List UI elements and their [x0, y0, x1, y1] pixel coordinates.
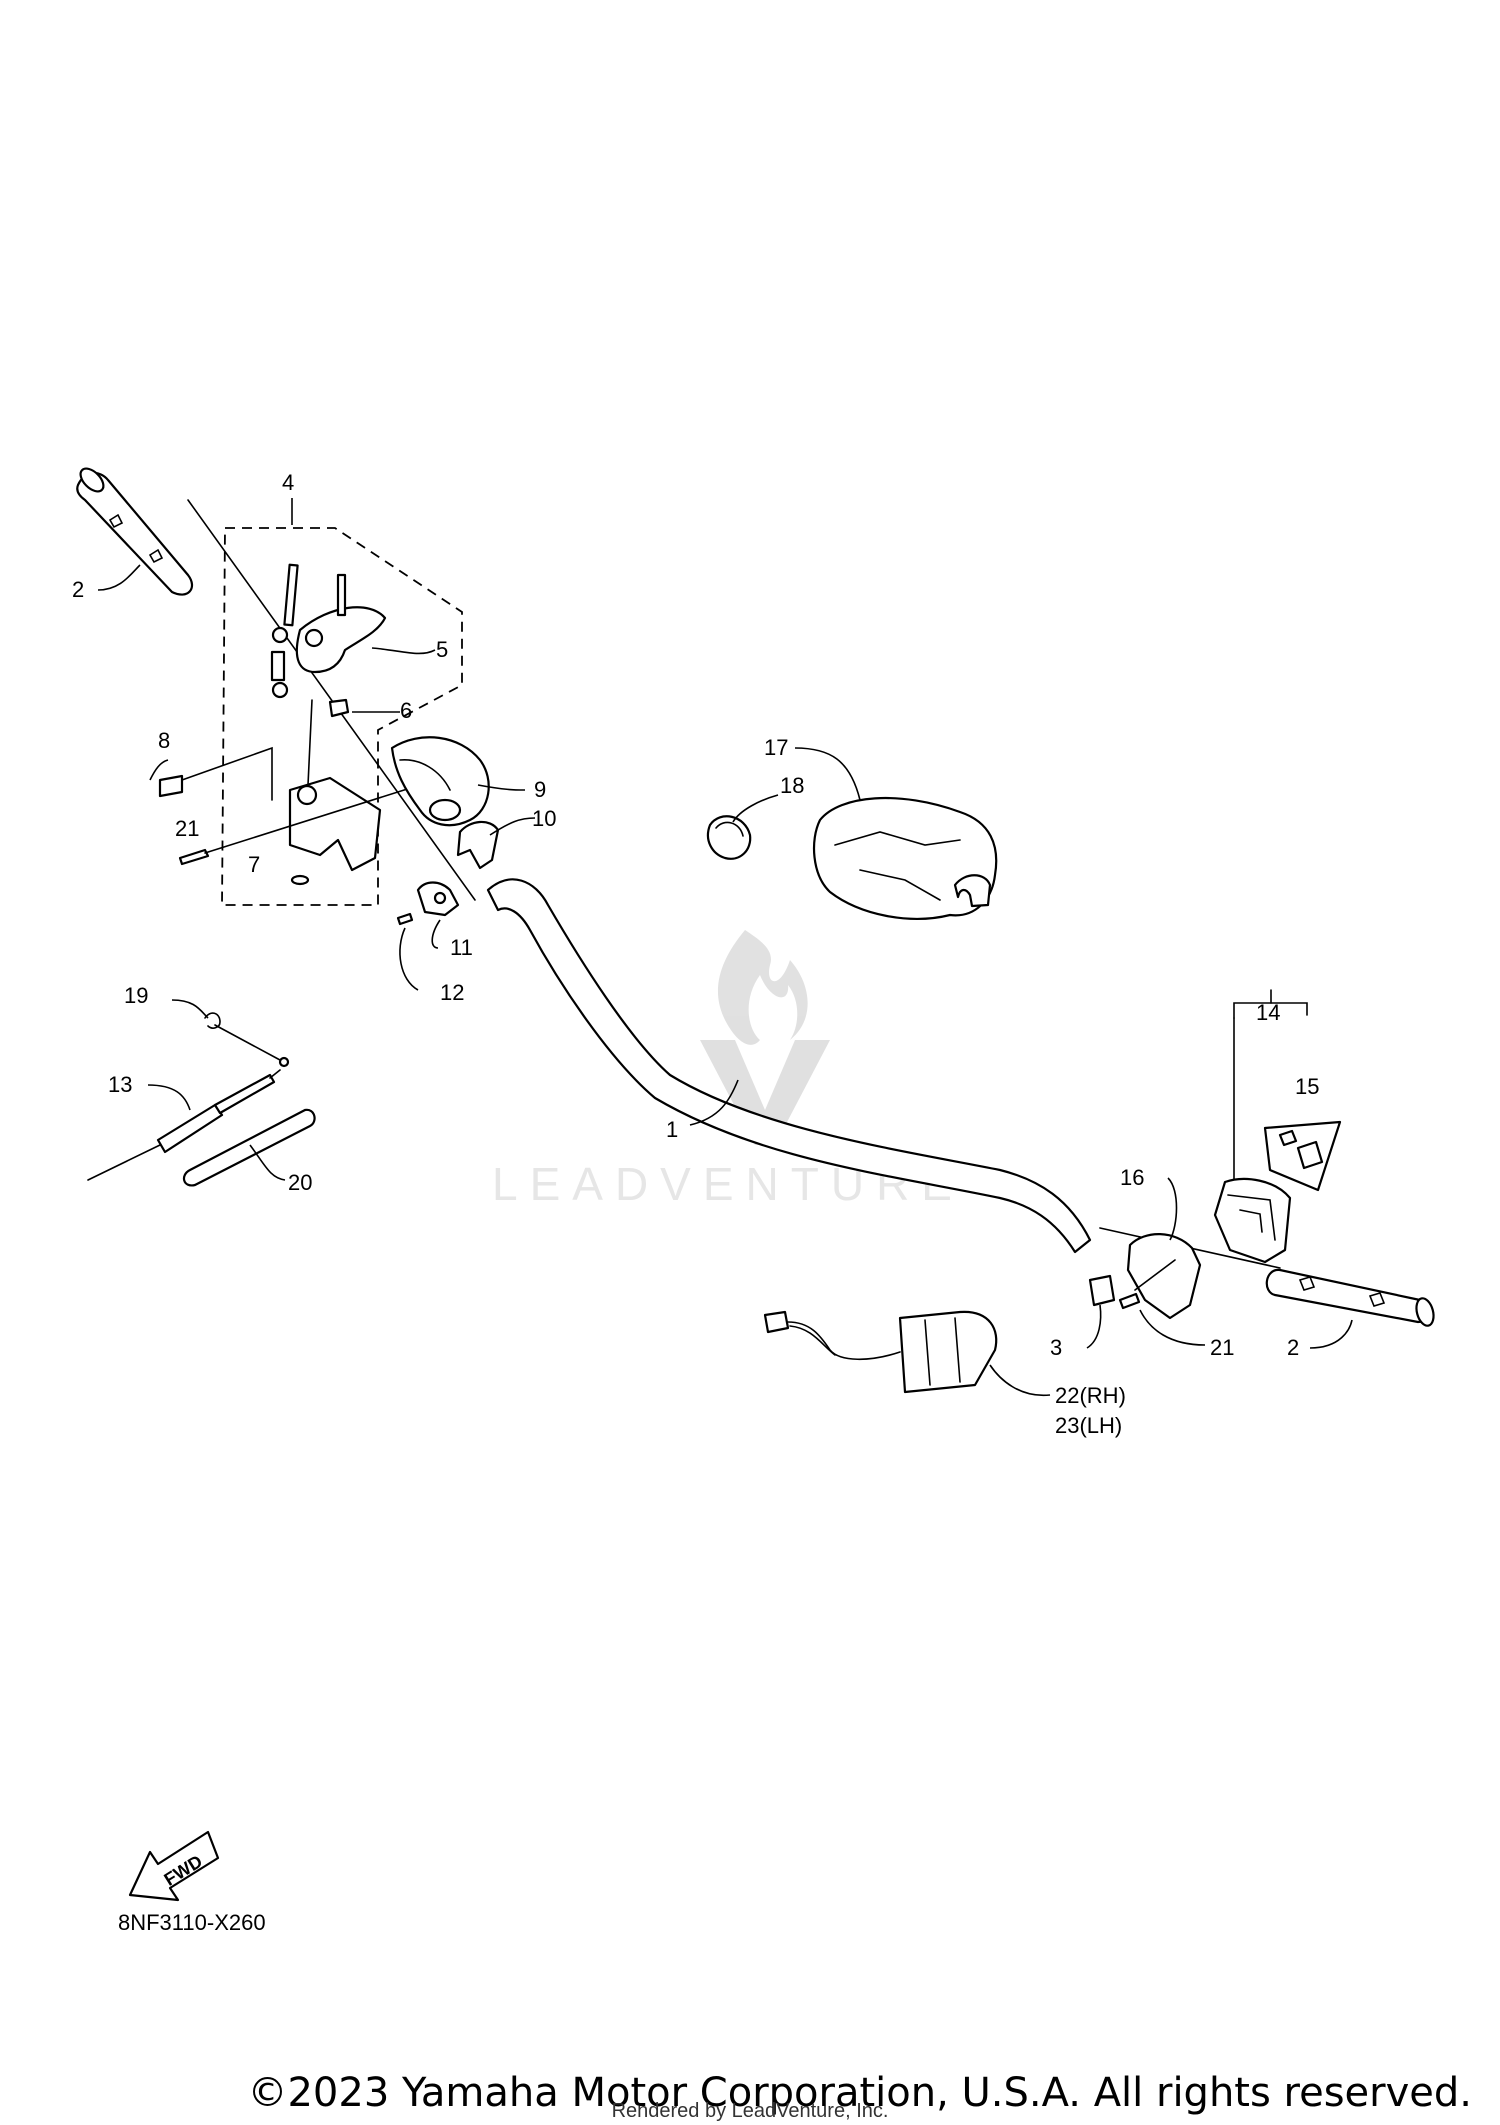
- callout-19: 19: [124, 983, 148, 1008]
- copyright-notice: ©2023 Yamaha Motor Corporation, U.S.A. A…: [247, 2070, 1472, 2116]
- throttle-cable: [87, 1069, 281, 1181]
- switch-cover: [390, 736, 490, 827]
- rendered-by-credit: Rendered by LeadVenture, Inc.: [611, 2100, 889, 2122]
- bar-end: [1088, 1274, 1116, 1307]
- grip-heater: [763, 1310, 998, 1394]
- grip-right: [1265, 1268, 1435, 1327]
- callout-2-right: 2: [1287, 1335, 1299, 1360]
- callout-16: 16: [1120, 1165, 1144, 1190]
- callout-7: 7: [248, 852, 260, 877]
- callout-23: 23(LH): [1055, 1413, 1122, 1438]
- callout-3: 3: [1050, 1335, 1062, 1360]
- ring: [706, 815, 752, 860]
- grip-cover: [812, 797, 998, 920]
- left-assembly-axis: [187, 499, 476, 901]
- callout-21-right: 21: [1210, 1335, 1234, 1360]
- callouts: 1 2 2 3 4 5 6 7 8 9 10 11 12 13 14 15 16…: [72, 470, 1319, 1438]
- drawing-code: 8NF3110-X260: [118, 1910, 266, 1935]
- callout-11: 11: [450, 935, 473, 960]
- callout-18: 18: [780, 773, 804, 798]
- label-plate: [158, 746, 273, 801]
- fwd-arrow-icon: FWD: [128, 1830, 220, 1902]
- handlebar: [486, 878, 1092, 1254]
- callout-22: 22(RH): [1055, 1383, 1126, 1408]
- lever-housing: [288, 699, 382, 886]
- callout-14: 14: [1256, 1000, 1280, 1025]
- callout-1: 1: [666, 1117, 678, 1142]
- switch: [416, 881, 460, 917]
- screw-right: [1118, 1292, 1141, 1310]
- callout-17: 17: [764, 735, 788, 760]
- screw-small: [396, 912, 414, 926]
- callout-5: 5: [436, 637, 448, 662]
- callout-13: 13: [108, 1072, 132, 1097]
- leader-lines: [97, 498, 1353, 1397]
- callout-12: 12: [440, 980, 464, 1005]
- lever-assembly-box: [221, 527, 463, 906]
- leadventure-watermark: LEADVENTURE: [492, 930, 952, 1210]
- callout-4: 4: [282, 470, 294, 495]
- screw-left: [178, 784, 421, 866]
- clamp: [456, 820, 500, 870]
- callout-2-left: 2: [72, 577, 84, 602]
- callout-6: 6: [400, 698, 412, 723]
- callout-15: 15: [1295, 1074, 1319, 1099]
- throttle-lever: [270, 563, 387, 699]
- clip: [204, 1012, 290, 1068]
- callout-9: 9: [534, 777, 546, 802]
- nut: [328, 698, 350, 718]
- callout-8: 8: [158, 728, 170, 753]
- grip-left: [76, 467, 194, 596]
- switch-assembly: [1213, 989, 1342, 1264]
- callout-10: 10: [532, 806, 556, 831]
- callout-21-left: 21: [175, 816, 199, 841]
- callout-20: 20: [288, 1170, 312, 1195]
- switch-bracket: [1126, 1233, 1202, 1320]
- cable-tube: [182, 1108, 316, 1187]
